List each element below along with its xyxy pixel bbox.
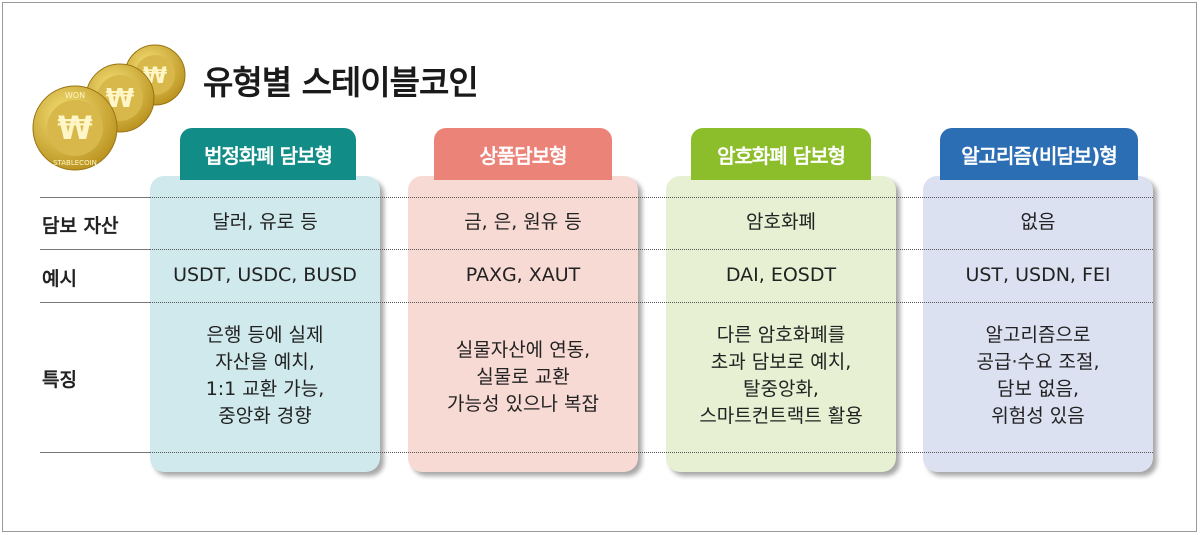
feature-line: 스마트컨트랙트 활용 bbox=[699, 405, 863, 427]
page-title: 유형별 스테이블코인 bbox=[203, 63, 479, 102]
header-commodity: 상품담보형 bbox=[434, 128, 612, 180]
cell-collateral: 암호화폐 bbox=[746, 211, 816, 233]
cell-examples: USDT, USDC, BUSD bbox=[173, 264, 357, 286]
feature-line: 위험성 있음 bbox=[991, 405, 1085, 427]
cell-examples: PAXG, XAUT bbox=[465, 264, 581, 286]
feature-line: 실물로 교환 bbox=[476, 366, 570, 388]
cell-collateral: 없음 bbox=[1020, 211, 1056, 233]
card-algorithmic bbox=[923, 176, 1153, 472]
row-label-collateral: 담보 자산 bbox=[42, 215, 119, 237]
feature-line: 공급·수요 조절, bbox=[976, 351, 1100, 373]
cell-examples: UST, USDN, FEI bbox=[965, 264, 1111, 286]
row-label-examples: 예시 bbox=[42, 268, 77, 290]
svg-text:WON: WON bbox=[65, 91, 85, 100]
feature-line: 담보 없음, bbox=[997, 378, 1079, 400]
cell-collateral: 금, 은, 원유 등 bbox=[464, 211, 582, 233]
card-crypto bbox=[666, 176, 896, 472]
feature-line: 중앙화 경향 bbox=[218, 405, 312, 427]
feature-line: 초과 담보로 예치, bbox=[710, 351, 852, 373]
coin: ₩ WON STABLECOIN bbox=[32, 85, 118, 171]
card-commodity bbox=[408, 176, 638, 472]
cell-collateral: 달러, 유로 등 bbox=[212, 211, 318, 233]
feature-line: 다른 암호화폐를 bbox=[716, 324, 846, 346]
header-fiat: 법정화폐 담보형 bbox=[180, 128, 356, 180]
row-label-features: 특징 bbox=[42, 369, 77, 391]
card-fiat bbox=[150, 176, 380, 472]
feature-line: 1:1 교환 가능, bbox=[205, 378, 325, 400]
feature-line: 실물자산에 연동, bbox=[455, 339, 591, 361]
svg-text:₩: ₩ bbox=[57, 109, 92, 147]
feature-line: 자산을 예치, bbox=[215, 351, 315, 373]
header-crypto: 암호화폐 담보형 bbox=[691, 128, 871, 180]
feature-line: 탈중앙화, bbox=[743, 378, 819, 400]
header-algorithmic: 알고리즘(비담보)형 bbox=[940, 128, 1138, 180]
feature-line: 알고리즘으로 bbox=[985, 324, 1091, 346]
cell-examples: DAI, EOSDT bbox=[725, 264, 837, 286]
feature-line: 가능성 있으나 복잡 bbox=[447, 393, 599, 415]
feature-line: 은행 등에 실제 bbox=[206, 324, 324, 346]
svg-text:STABLECOIN: STABLECOIN bbox=[53, 159, 97, 167]
